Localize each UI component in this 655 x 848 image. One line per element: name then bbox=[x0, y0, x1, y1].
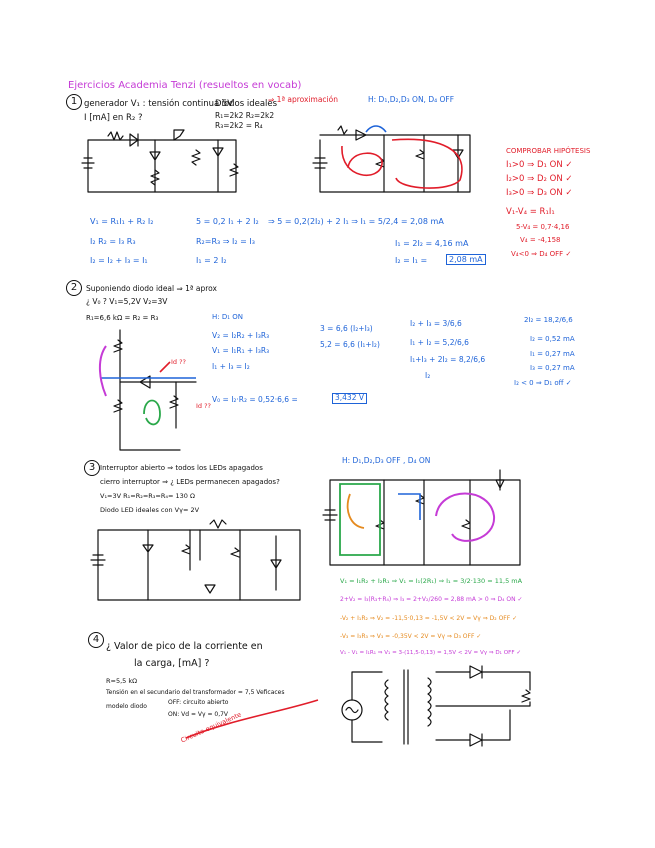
ex3-answer-5: V₁ - V₁ = I₁R₁ ⇒ V₁ = 3-(11,5·0,13) = 1,… bbox=[340, 650, 522, 656]
ex1-vd-3: V₄ = -4,158 bbox=[520, 236, 561, 244]
ex1-check-2: I₂>0 ⇒ D₂ ON ✓ bbox=[506, 174, 573, 184]
ex1-question-line2: I [mA] en R₂ ? bbox=[84, 113, 143, 123]
ex1-approximation: ⇒ 1ª aproximación bbox=[268, 95, 338, 104]
ex1-eq-4: 5 = 0,2 I₁ + 2 I₂ bbox=[196, 217, 259, 226]
ex2-sys-6: I₂ bbox=[425, 371, 431, 380]
ex4-on-model: ON: Vd = Vγ = 0,7V bbox=[168, 711, 229, 718]
ex1-circuit-left bbox=[81, 129, 239, 193]
exercise-4-number: 4 bbox=[88, 632, 104, 648]
ex2-eq-2: V₁ = I₁R₁ + I₃R₃ bbox=[212, 346, 270, 355]
ex1-solution-3: I₂ = I₁ = bbox=[395, 256, 428, 265]
ex1-vd-1: V₁-V₄ = R₁I₁ bbox=[506, 207, 555, 217]
ex1-check-3: I₃>0 ⇒ D₃ ON ✓ bbox=[506, 188, 573, 198]
ex1-eq-3: I₂ = I₂ + I₃ = I₁ bbox=[90, 256, 148, 265]
ex3-question-3: V₁=3V R₁=R₂=R₃=R₄= 130 Ω bbox=[100, 492, 195, 500]
ex2-circuit bbox=[99, 329, 197, 451]
ex1-eq-1: V₁ = R₁I₁ + R₂ I₂ bbox=[90, 217, 154, 226]
ex2-id-label-1: Id ?? bbox=[171, 358, 187, 366]
exercise-2-number: 2 bbox=[66, 280, 82, 296]
ex2-res-3: I₁ = 0,27 mA bbox=[530, 350, 575, 358]
ex3-answer-3: -V₂ + I₁R₂ ⇒ V₂ = -11,5·0,13 = -1,5V < 2… bbox=[340, 615, 518, 622]
ex4-secondary: Tensión en el secundario del transformad… bbox=[106, 689, 285, 696]
ex1-resistors-2: R₃=2k2 = R₄ bbox=[215, 121, 263, 130]
ex3-answer-4: -V₃ = I₃R₃ ⇒ V₃ = -0,35V < 2V = Vγ ⇒ D₃ … bbox=[340, 633, 482, 640]
ex2-sys-3: I₂ + I₃ = 3/6,6 bbox=[410, 319, 462, 328]
ex2-res-2: I₂ = 0,52 mA bbox=[530, 335, 575, 343]
ex1-vd-2: 5-V₄ = 0,7·4,16 bbox=[516, 223, 570, 231]
ex2-eq-1: V₂ = I₂R₂ + I₃R₃ bbox=[212, 331, 270, 340]
ex4-red-underline bbox=[185, 699, 319, 739]
ex3-circuit-right bbox=[322, 469, 521, 566]
ex2-sys-5: I₁+I₃ + 2I₂ = 8,2/6,6 bbox=[410, 355, 486, 364]
ex2-res-1: 2I₂ = 18,2/6,6 bbox=[524, 316, 573, 324]
ex4-off-model: OFF: circuito abierto bbox=[168, 699, 229, 706]
ex2-eq-3: I₁ + I₃ = I₂ bbox=[212, 362, 250, 371]
ex1-eq-2: I₂ R₂ = I₃ R₃ bbox=[90, 237, 136, 246]
ex1-hypothesis: H: D₁,D₂,D₃ ON, D₄ OFF bbox=[368, 95, 455, 104]
ex2-question-1: Suponiendo diodo ideal ⇒ 1ª aprox bbox=[86, 284, 217, 293]
ex3-question-4: Diodo LED ideales con Vγ= 2V bbox=[100, 506, 200, 514]
ex2-v0-result: 3,432 V bbox=[332, 393, 367, 404]
exercise-3-number: 3 bbox=[84, 460, 100, 476]
ex1-check-1: I₁>0 ⇒ D₁ ON ✓ bbox=[506, 160, 573, 170]
ex1-circuit-right bbox=[312, 125, 471, 193]
ex2-id-label-2: Id ?? bbox=[196, 402, 212, 410]
ex3-hypothesis: H: D₁,D₂,D₃ OFF , D₄ ON bbox=[342, 456, 431, 465]
ex3-answer-1: V₁ = I₁R₂ + I₂R₁ ⇒ V₁ = I₁(2R₁) ⇒ I₁ = 3… bbox=[340, 577, 523, 585]
ex1-solution-2: I₁ = 2I₂ = 4,16 mA bbox=[395, 239, 469, 248]
ex2-res-4: I₃ = 0,27 mA bbox=[530, 364, 575, 372]
ex2-question-3: R₁=6,6 kΩ = R₂ = R₃ bbox=[86, 314, 159, 322]
ex1-eq-6: I₁ = 2 I₂ bbox=[196, 256, 227, 265]
ex4-circuit bbox=[341, 665, 531, 747]
ex1-check-title: COMPROBAR HIPÓTESIS bbox=[506, 147, 591, 155]
exercise-1-number: 1 bbox=[66, 94, 82, 110]
ex2-sys-2: 5,2 = 6,6 (I₁+I₂) bbox=[320, 340, 380, 349]
ex2-sys-1: 3 = 6,6 (I₂+I₃) bbox=[320, 324, 373, 333]
ex4-question-2: la carga, [mA] ? bbox=[134, 658, 210, 669]
ex1-question-line1: generador V₁ : tensión continua 5V bbox=[84, 99, 234, 109]
ex3-question-1: Interruptor abierto ⇒ todos los LEDs apa… bbox=[100, 464, 263, 472]
ex1-resistors-1: R₁=2k2 R₂=2k2 bbox=[215, 111, 275, 120]
ex2-hypothesis: H: D₁ ON bbox=[212, 313, 244, 321]
ex1-result-box: 2,08 mA bbox=[446, 254, 486, 266]
ex4-question-1: ¿ Valor de pico de la corriente en bbox=[106, 641, 263, 652]
ex1-diodes-ideal: Diodos ideales bbox=[215, 99, 278, 109]
ex2-v0: V₀ = I₂·R₂ = 0,52·6,6 = bbox=[212, 395, 298, 404]
ex2-sys-4: I₁ + I₂ = 5,2/6,6 bbox=[410, 338, 469, 347]
ex2-question-2: ¿ V₀ ? V₁=5,2V V₂=3V bbox=[86, 297, 168, 306]
ex1-eq-5: R₂=R₃ ⇒ I₂ = I₃ bbox=[196, 237, 255, 246]
ex3-answer-2: 2+V₂ = I₃(R₃+R₄) ⇒ I₃ = 2+V₂/260 = 2,88 … bbox=[340, 596, 523, 603]
ex1-vd-4: V₄<0 ⇒ D₄ OFF ✓ bbox=[511, 250, 572, 258]
ex1-solution-1: ⇒ 5 = 0,2(2I₂) + 2 I₁ ⇒ I₁ = 5/2,4 = 2,0… bbox=[268, 217, 444, 226]
ex4-diode-model: modelo diodo bbox=[106, 703, 147, 710]
ex2-res-5: I₂ < 0 ⇒ D₁ off ✓ bbox=[514, 379, 572, 387]
ex4-resistor: R=5,5 kΩ bbox=[106, 677, 138, 685]
ex3-question-2: cierro interruptor ⇒ ¿ LEDs permanecen a… bbox=[100, 478, 280, 486]
ex3-circuit-left bbox=[90, 519, 301, 601]
page-title: Ejercicios Academia Tenzi (resueltos en … bbox=[68, 80, 302, 91]
